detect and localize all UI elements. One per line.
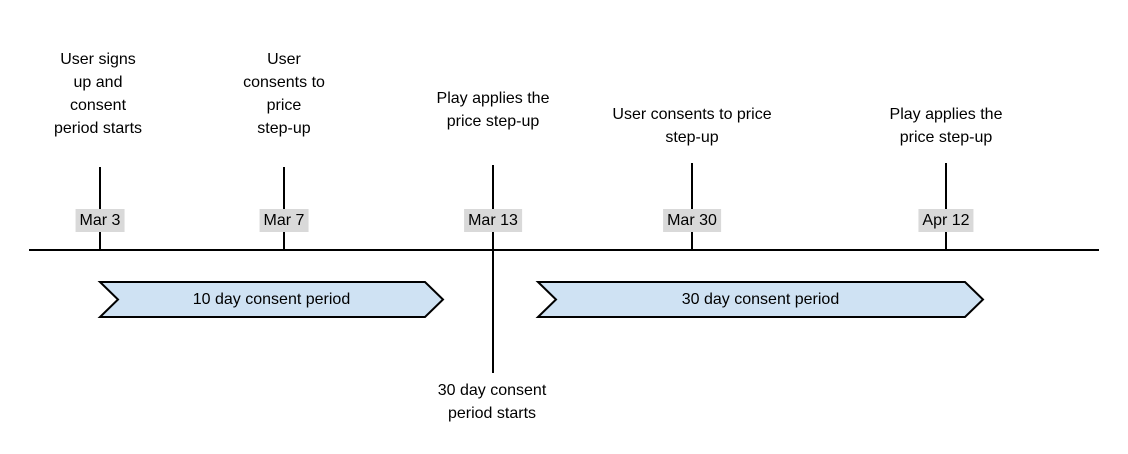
event-date-mar30: Mar 30	[663, 209, 721, 232]
event-note-apply-1: Play applies the price step-up	[436, 90, 550, 130]
event-tick-mar7	[283, 167, 285, 250]
period-arrow-10day: 10 day consent period	[97, 281, 445, 318]
event-date-apr12: Apr 12	[918, 209, 974, 232]
event-date-mar13: Mar 13	[464, 209, 522, 232]
arrow-banner-shape	[535, 281, 985, 318]
period-label-30day: 30 day consent period	[681, 291, 840, 308]
period-arrow-30day: 30 day consent period	[535, 281, 985, 318]
event-tick-mar30	[691, 163, 693, 250]
event-tick-mar13-below	[492, 251, 494, 373]
event-note-apply-2: Play applies the price step-up	[889, 106, 1003, 146]
period-label-10day: 10 day consent period	[192, 291, 351, 308]
event-date-mar3: Mar 3	[75, 209, 125, 232]
event-date-mar7: Mar 7	[259, 209, 309, 232]
timeline-axis	[29, 249, 1099, 251]
arrow-banner-shape	[97, 281, 445, 318]
callout-30day-period-starts: 30 day consent period starts	[437, 382, 547, 422]
event-note-consent-2: User consents to price step-up	[612, 106, 772, 146]
event-tick-mar3	[99, 167, 101, 250]
event-tick-mar13	[492, 165, 494, 250]
event-note-consent-1: User consents to price step-up	[243, 51, 325, 137]
event-note-signup: User signs up and consent period starts	[53, 51, 143, 137]
event-tick-apr12	[945, 163, 947, 250]
